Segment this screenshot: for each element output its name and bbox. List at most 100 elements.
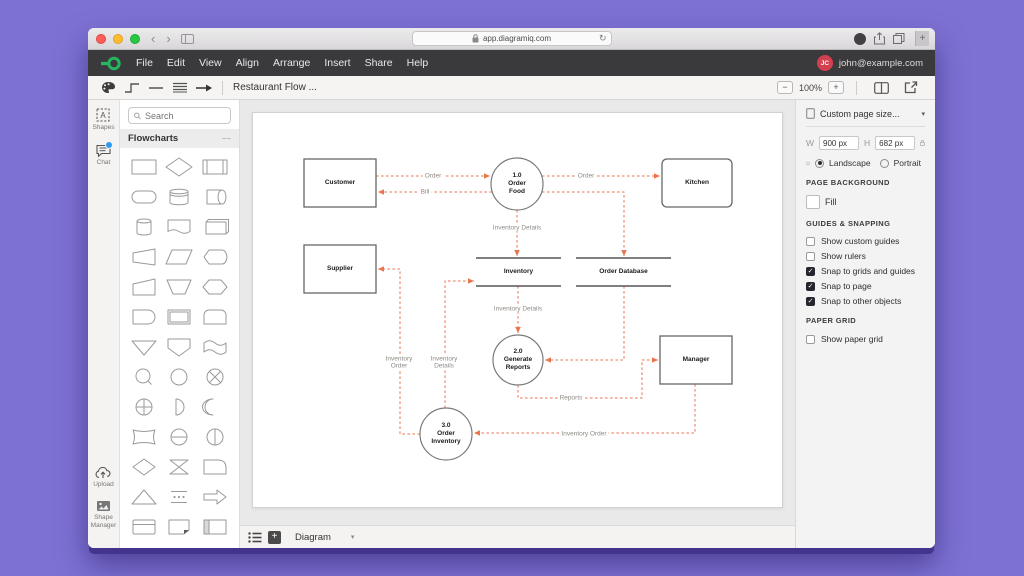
line-style-icon[interactable] — [144, 79, 168, 97]
shape-note[interactable] — [162, 512, 198, 541]
page-size-dropdown[interactable]: Custom page size... ▾ — [806, 108, 925, 127]
shape-circle-vline[interactable] — [197, 422, 233, 451]
style-palette-icon[interactable] — [96, 79, 120, 97]
node-supplier[interactable] — [303, 244, 377, 294]
menu-align[interactable]: Align — [235, 57, 259, 69]
shape-internal-storage[interactable] — [162, 302, 198, 331]
connector-style-icon[interactable] — [120, 79, 144, 97]
shape-summing-junction[interactable] — [197, 362, 233, 391]
tabs-icon[interactable] — [893, 33, 905, 44]
checkbox-label[interactable]: Show paper grid — [821, 334, 883, 344]
format-panel-toggle-icon[interactable] — [869, 79, 893, 97]
checkbox-snap-to-page[interactable]: ✓ — [806, 281, 815, 291]
edge-orderinv-inventory[interactable] — [444, 280, 474, 408]
page-tab-diagram[interactable]: Diagram — [295, 531, 331, 543]
app-logo[interactable] — [100, 56, 122, 71]
node-manager[interactable] — [659, 335, 733, 385]
height-input[interactable] — [875, 136, 916, 150]
portrait-radio[interactable] — [879, 158, 889, 168]
shape-lined-rect[interactable] — [197, 542, 233, 548]
shape-collate[interactable] — [162, 452, 198, 481]
shape-display[interactable] — [197, 242, 233, 271]
shape-direct-access-storage[interactable] — [197, 182, 233, 211]
add-page-button[interactable]: + — [268, 530, 281, 544]
back-icon[interactable]: ‹ — [151, 30, 156, 46]
shape-delay[interactable] — [126, 302, 162, 331]
shape-rectangle[interactable] — [126, 152, 162, 181]
search-input[interactable] — [145, 110, 225, 121]
share-icon[interactable] — [874, 32, 885, 45]
node-order-food[interactable] — [490, 157, 544, 211]
node-order-inventory[interactable] — [419, 407, 473, 461]
checkbox-show-paper-grid[interactable] — [806, 334, 815, 344]
shape-crescent[interactable] — [197, 392, 233, 421]
checkbox-snap-to-other-objects[interactable]: ✓ — [806, 296, 815, 306]
account-email[interactable]: john@example.com — [838, 57, 923, 69]
checkbox-snap-to-grids-and-guides[interactable]: ✓ — [806, 266, 815, 276]
shape-shadow-rect[interactable] — [126, 542, 162, 548]
sidebar-toggle-icon[interactable] — [180, 33, 194, 44]
pages-list-icon[interactable] — [248, 531, 262, 543]
zoom-in-button[interactable]: + — [828, 81, 844, 94]
zoom-out-button[interactable]: − — [776, 81, 793, 94]
menu-share[interactable]: Share — [364, 57, 393, 69]
shape-card[interactable] — [197, 212, 233, 241]
shape-rounded-diamond[interactable] — [126, 452, 162, 481]
reload-icon[interactable]: ↻ — [598, 33, 607, 43]
menu-file[interactable]: File — [136, 57, 153, 69]
arrow-style-icon[interactable] — [192, 79, 216, 97]
shape-manual-input[interactable] — [126, 272, 162, 301]
waypoints-icon[interactable] — [168, 79, 192, 97]
export-share-icon[interactable] — [899, 79, 923, 97]
node-customer[interactable] — [303, 158, 377, 208]
checkbox-show-custom-guides[interactable] — [806, 236, 815, 246]
shape-predefined-process[interactable] — [197, 152, 233, 181]
edge-orderdb-reports[interactable] — [545, 286, 625, 361]
shape-search[interactable] — [128, 107, 231, 124]
edge-reports-manager[interactable] — [517, 359, 658, 399]
menu-view[interactable]: View — [199, 57, 222, 69]
edge-orderfood-orderdb[interactable] — [542, 191, 625, 256]
shape-extract[interactable] — [126, 332, 162, 361]
menu-edit[interactable]: Edit — [166, 57, 186, 69]
document-title[interactable]: Restaurant Flow ... — [233, 82, 317, 93]
shape-or-junction[interactable] — [126, 392, 162, 421]
shape-connector-tail[interactable] — [126, 362, 162, 391]
rail-item-upload[interactable]: Upload — [93, 466, 114, 489]
shape-database[interactable] — [162, 182, 198, 211]
checkbox-label[interactable]: Snap to grids and guides — [821, 266, 916, 276]
fill-color-swatch[interactable] — [806, 195, 820, 209]
shape-stored-data[interactable] — [197, 302, 233, 331]
menu-help[interactable]: Help — [406, 57, 429, 69]
menu-insert[interactable]: Insert — [324, 57, 351, 69]
shape-window-frame[interactable] — [126, 512, 162, 541]
shape-sidebar-panel[interactable] — [197, 512, 233, 541]
extension-icon[interactable] — [854, 32, 866, 45]
shape-preparation[interactable] — [197, 272, 233, 301]
landscape-radio[interactable] — [815, 158, 824, 168]
zoom-window-button[interactable] — [130, 33, 140, 44]
collapse-section-icon[interactable]: −− — [221, 134, 231, 143]
minimize-window-button[interactable] — [113, 33, 123, 44]
node-generate-reports[interactable] — [492, 334, 544, 386]
shape-half-circle[interactable] — [162, 392, 198, 421]
shape-manual-operation-left[interactable] — [126, 242, 162, 271]
lock-aspect-icon[interactable] — [920, 138, 925, 148]
checkbox-label[interactable]: Show rulers — [821, 251, 866, 261]
shape-diamond[interactable] — [162, 152, 198, 181]
section-flowcharts[interactable]: Flowcharts −− — [120, 129, 239, 148]
shape-flag[interactable] — [197, 332, 233, 361]
shape-drum[interactable] — [126, 212, 162, 241]
checkbox-label[interactable]: Show custom guides — [821, 236, 900, 246]
shape-circle-hline[interactable] — [162, 422, 198, 451]
shape-parallelogram[interactable] — [162, 242, 198, 271]
portrait-label[interactable]: Portrait — [893, 158, 921, 168]
width-input[interactable] — [819, 136, 860, 150]
menu-arrange[interactable]: Arrange — [272, 57, 311, 69]
node-inventory[interactable] — [476, 257, 561, 287]
shape-circle[interactable] — [162, 362, 198, 391]
shape-triangle[interactable] — [126, 482, 162, 511]
shape-arrow-right[interactable] — [197, 482, 233, 511]
